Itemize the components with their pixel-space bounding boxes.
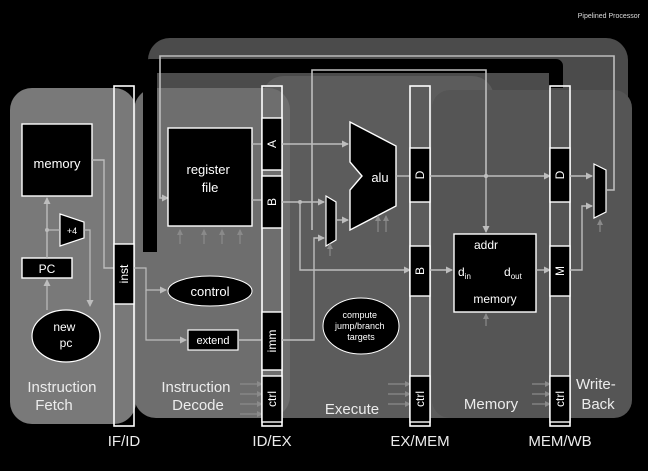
d-label-exmem: D — [413, 170, 427, 179]
register-file-label: register file — [187, 162, 234, 195]
stage-fetch-line1: Instruction — [27, 379, 96, 396]
dmem-addr-label: addr — [474, 238, 498, 252]
extend-label: extend — [196, 335, 229, 347]
new-pc-label: new pc — [53, 320, 78, 350]
mem-wb-label: MEM/WB — [528, 433, 591, 450]
d-label-memwb: D — [553, 170, 567, 179]
ctrl-label-exmem: ctrl — [413, 391, 427, 407]
m-label-memwb: M — [553, 266, 567, 276]
inst-field — [113, 243, 135, 305]
dmem-din-label: din — [458, 265, 471, 281]
dout-sub: out — [511, 272, 523, 281]
alu-b-mux — [325, 194, 337, 248]
control-unit — [167, 275, 253, 307]
branch-target-unit — [322, 297, 400, 355]
stage-writeback-line2: Back — [581, 396, 615, 413]
ex-mem-label: EX/MEM — [390, 433, 449, 450]
stage-fetch-label: Instruction Fetch — [27, 379, 100, 414]
m-field-memwb — [549, 245, 571, 297]
plus4-adder — [59, 213, 85, 247]
register-file-line1: register — [187, 162, 231, 177]
d-field-memwb — [549, 147, 571, 203]
id-ex-label: ID/EX — [252, 433, 291, 450]
ctrl-field-exmem — [409, 375, 431, 423]
stage-decode-line1: Instruction — [161, 379, 230, 396]
imm-field — [261, 311, 283, 371]
stage-decode-line2: Decode — [172, 397, 224, 414]
stage-execute-label: Execute — [325, 401, 379, 418]
stage-memory-label: Memory — [464, 396, 519, 413]
ctrl-label-idex: ctrl — [265, 391, 279, 407]
branch-line3: targets — [347, 332, 375, 342]
alu-label: alu — [371, 170, 388, 185]
control-label: control — [190, 284, 229, 299]
ctrl-field-memwb — [549, 375, 571, 423]
din-d: d — [458, 265, 465, 279]
din-sub: in — [465, 272, 471, 281]
branch-line2: jump/branch — [334, 321, 385, 331]
new-pc-block — [31, 309, 101, 363]
ctrl-field-idex — [261, 375, 283, 423]
stage-decode-label: Instruction Decode — [161, 379, 234, 414]
b-field-exmem — [409, 245, 431, 297]
register-file — [167, 127, 253, 227]
inst-label: inst — [117, 264, 131, 283]
instruction-memory — [21, 123, 93, 197]
b-label-exmem: B — [413, 267, 427, 275]
writeback-mux — [593, 163, 607, 219]
d-field-exmem — [409, 147, 431, 203]
a-label: A — [265, 140, 279, 148]
dout-d: d — [504, 265, 511, 279]
diagram-title: Pipelined Processor — [578, 13, 641, 20]
b-label: B — [265, 198, 279, 206]
branch-line1: compute — [342, 310, 377, 320]
branch-target-label: compute jump/branch targets — [334, 310, 387, 342]
stage-writeback-line1: Write- — [576, 376, 616, 393]
dmem-dout-label: dout — [504, 265, 523, 281]
ctrl-label-memwb: ctrl — [553, 391, 567, 407]
data-memory — [453, 233, 537, 313]
instruction-memory-label: memory — [34, 156, 81, 171]
alu — [349, 120, 397, 232]
id-ex-register — [261, 85, 283, 427]
stage-writeback-label: Write- Back — [576, 376, 620, 413]
new-pc-line1: new — [53, 320, 75, 334]
imm-label: imm — [265, 330, 279, 353]
new-pc-line2: pc — [60, 336, 73, 350]
plus4-label: +4 — [67, 226, 77, 236]
stage-fetch-line2: Fetch — [35, 397, 73, 414]
pc-label: PC — [39, 262, 56, 276]
dmem-label: memory — [473, 292, 516, 306]
register-file-line2: file — [202, 180, 219, 195]
if-id-label: IF/ID — [108, 433, 141, 450]
